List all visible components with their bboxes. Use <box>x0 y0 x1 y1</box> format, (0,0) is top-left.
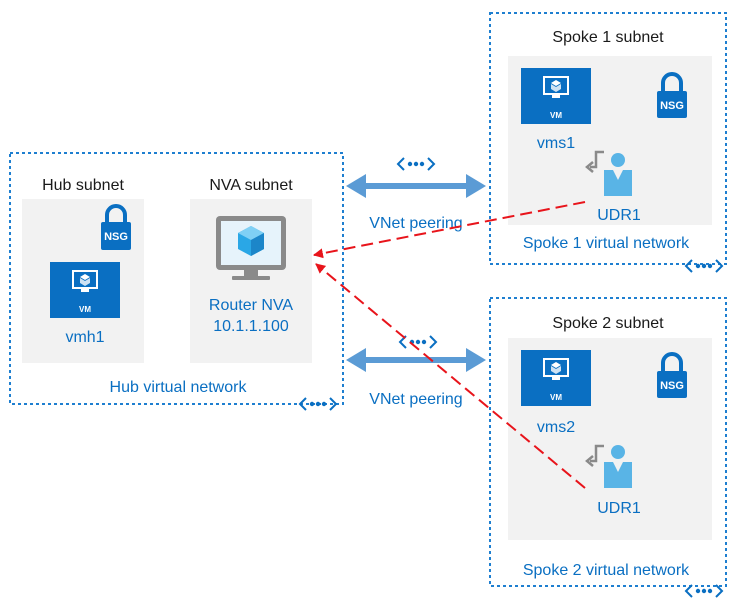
hub-nsg-lock-icon: NSG <box>101 204 131 250</box>
spoke1-udr-label: UDR1 <box>597 207 641 224</box>
hub-vnet-label: Hub virtual network <box>110 379 248 396</box>
nva-subnet-label: NVA subnet <box>209 177 293 194</box>
spoke2-udr-icon <box>585 444 632 488</box>
peering-top-icon <box>397 157 435 171</box>
hub-subnet-label: Hub subnet <box>42 177 124 194</box>
hub-vm-label: vmh1 <box>65 329 104 346</box>
spoke1-vm-icon: VM <box>521 68 591 124</box>
spoke1-subnet-label: Spoke 1 subnet <box>552 29 664 46</box>
hub-vm-icon: VM <box>50 262 120 318</box>
spoke2-vm-label: vms2 <box>537 419 575 436</box>
spoke1-vm-label: vms1 <box>537 135 575 152</box>
router-nva-icon <box>216 216 286 280</box>
spoke2-udr-label: UDR1 <box>597 500 641 517</box>
peering-top-arrow <box>346 174 486 198</box>
spoke1-nsg-lock-icon: NSG <box>657 72 687 118</box>
router-nva-ip: 10.1.1.100 <box>213 318 289 335</box>
spoke2-subnet-label: Spoke 2 subnet <box>552 315 664 332</box>
svg-text:NSG: NSG <box>660 100 684 112</box>
svg-text:VM: VM <box>550 393 562 402</box>
spoke1-vnet-label: Spoke 1 virtual network <box>523 235 690 252</box>
svg-text:VM: VM <box>79 305 91 314</box>
spoke2-vm-icon: VM <box>521 350 591 406</box>
svg-text:NSG: NSG <box>104 231 128 243</box>
peering-bottom-arrow <box>346 348 486 372</box>
spoke1-vnet-icon <box>685 259 723 273</box>
spoke1-udr-icon <box>585 150 632 196</box>
spoke2-vnet-label: Spoke 2 virtual network <box>523 562 690 579</box>
peering-top-label: VNet peering <box>369 215 462 232</box>
spoke2-nsg-lock-icon: NSG <box>657 352 687 398</box>
hub-vnet-boundary <box>9 152 344 405</box>
svg-text:NSG: NSG <box>660 380 684 392</box>
spoke2-route-arrow <box>315 263 586 489</box>
spoke1-route-arrow <box>313 201 586 259</box>
router-nva-name: Router NVA <box>209 297 294 314</box>
peering-bottom-label: VNet peering <box>369 391 462 408</box>
svg-text:VM: VM <box>550 111 562 120</box>
spoke1-vnet-boundary <box>489 12 727 265</box>
spoke2-vnet-boundary <box>489 297 727 587</box>
